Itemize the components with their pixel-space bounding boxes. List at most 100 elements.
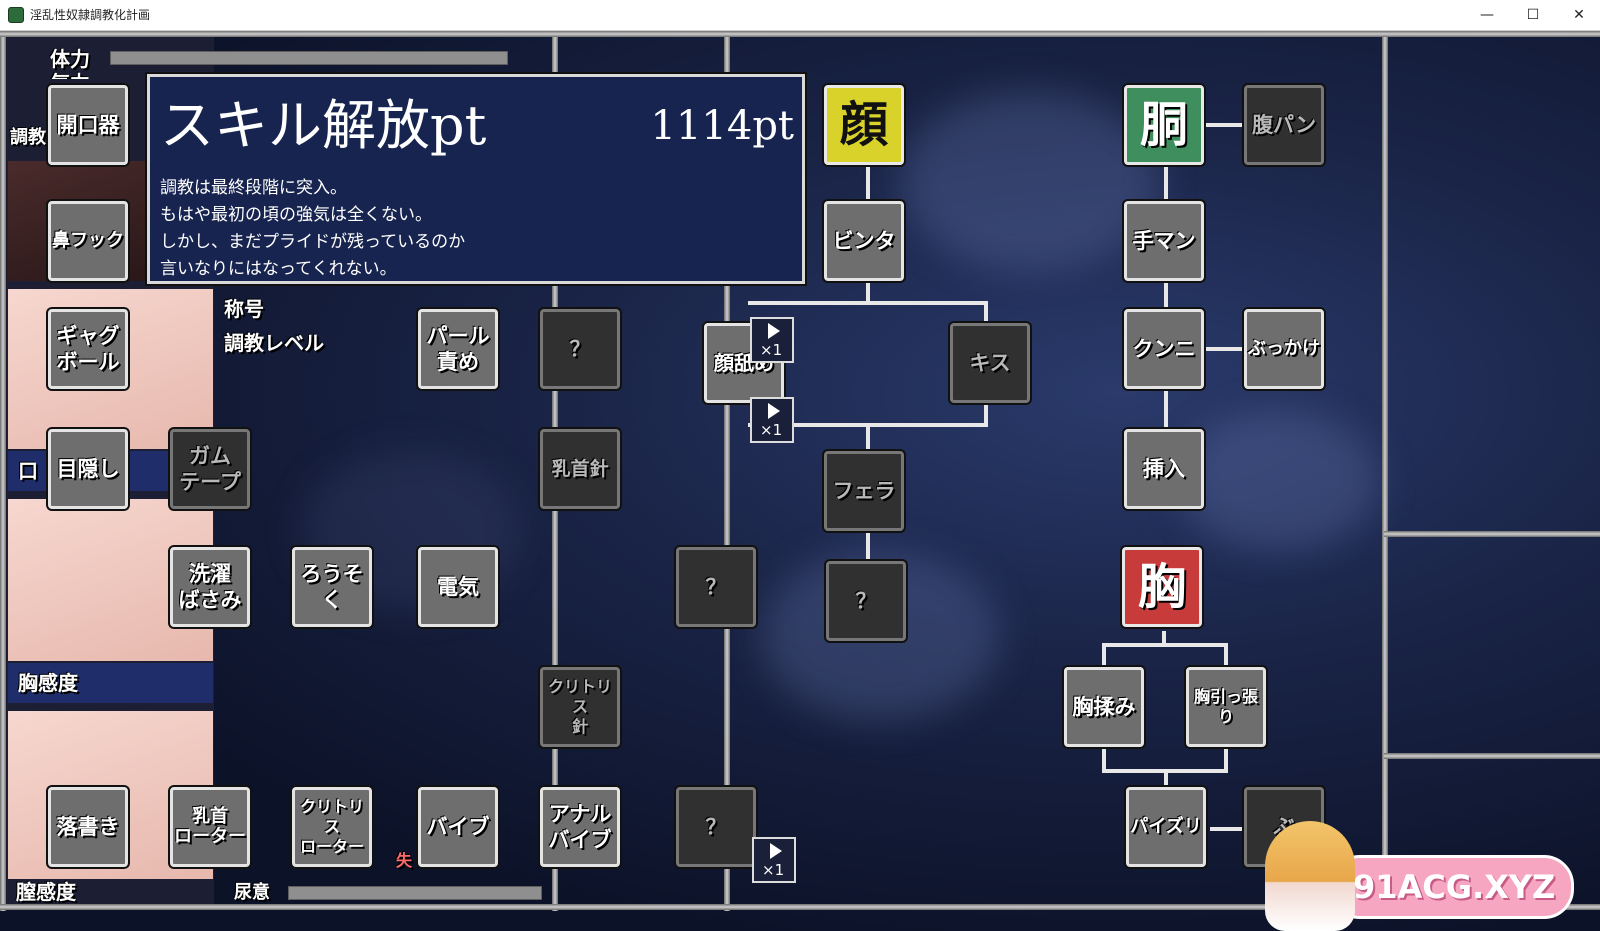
multiplier-button[interactable]: ×1 [752, 837, 796, 883]
tree-connector [1224, 747, 1228, 771]
tree-connector [748, 301, 988, 305]
popup-line: 言いなりにはなってくれない。 [160, 259, 397, 279]
chest-sensitivity-label: 胸感度 [18, 671, 78, 695]
app-icon [8, 7, 24, 23]
game-stage: 体力 気力 調教 称号 調教レベル 口 胸感度 膣感度 尿意 失 スキル解放pt… [0, 31, 1600, 931]
tree-connector [1164, 283, 1168, 311]
popup-line: 調教は最終段階に突入。 [160, 178, 347, 198]
skill-anal-vibe[interactable]: アナル バイブ [540, 787, 620, 867]
training-level-label: 調教レベル [224, 331, 324, 355]
popup-points: 1114pt [650, 103, 794, 149]
skill-kaikouki[interactable]: 開口器 [48, 85, 128, 165]
skill-kunni[interactable]: クンニ [1124, 309, 1204, 389]
tree-connector [1164, 167, 1168, 203]
tree-connector [1164, 769, 1168, 787]
skill-teman[interactable]: 手マン [1124, 201, 1204, 281]
frame-rail [1382, 31, 1388, 911]
multiplier-button[interactable]: ×1 [750, 317, 794, 363]
multiplier-button[interactable]: ×1 [750, 397, 794, 443]
multiplier-value: ×1 [760, 341, 783, 359]
tree-connector [1210, 827, 1244, 831]
tree-connector [984, 403, 988, 427]
skill-unknown[interactable]: ？ [676, 547, 756, 627]
frame-rail [724, 31, 730, 911]
tree-connector [866, 423, 870, 451]
play-icon [768, 403, 780, 419]
tree-connector [1164, 391, 1168, 427]
skill-sentaku-basami[interactable]: 洗濯 ばさみ [170, 547, 250, 627]
frame-rail [0, 904, 1600, 910]
urge-bar [288, 886, 542, 900]
tree-connector [866, 283, 870, 303]
skill-hana-hook[interactable]: 鼻フック [48, 201, 128, 281]
popup-line: しかし、まだプライドが残っているのか [160, 232, 466, 252]
minimize-button[interactable]: — [1480, 7, 1494, 23]
maximize-button[interactable]: ☐ [1526, 7, 1540, 23]
skill-sounyuu[interactable]: 挿入 [1124, 429, 1204, 509]
frame-rail [0, 31, 1600, 37]
skill-chikubi-hari[interactable]: 乳首針 [540, 429, 620, 509]
skill-points-popup: スキル解放pt 1114pt 調教は最終段階に突入。 もはや最初の頃の強気は全く… [147, 74, 805, 284]
skill-denki[interactable]: 電気 [418, 547, 498, 627]
spirit-label: 気力 [50, 67, 90, 79]
tree-connector [866, 531, 870, 561]
bg-cloud [1180, 411, 1380, 551]
skill-kiss[interactable]: キス [950, 323, 1030, 403]
tree-connector [1102, 643, 1228, 647]
skill-chikubi-rotor[interactable]: 乳首 ローター [170, 787, 250, 867]
tree-connector [1206, 123, 1244, 127]
skill-pearl-seme[interactable]: パール 責め [418, 309, 498, 389]
tree-connector [1102, 747, 1106, 771]
stamina-label: 体力 [50, 47, 90, 71]
mouth-label: 口 [18, 459, 38, 483]
skill-fukupan[interactable]: 腹パン [1244, 85, 1324, 165]
window-title: 淫乱性奴隷調教化計画 [30, 8, 151, 22]
window-titlebar: 淫乱性奴隷調教化計画 — ☐ ✕ [0, 0, 1600, 31]
play-icon [770, 843, 782, 859]
tree-connector [1206, 347, 1244, 351]
skill-unknown[interactable]: ？ [540, 309, 620, 389]
lost-label: 失 [396, 851, 413, 870]
multiplier-value: ×1 [760, 421, 783, 439]
skill-clitoris-rotor[interactable]: クリトリス ローター [292, 787, 372, 867]
stamina-bar [110, 51, 508, 65]
frame-rail [1384, 531, 1600, 537]
category-body[interactable]: 胴 [1124, 85, 1204, 165]
skill-unknown[interactable]: ？ [826, 561, 906, 641]
close-button[interactable]: ✕ [1573, 7, 1585, 23]
skill-mune-hippari[interactable]: 胸引っ張り [1186, 667, 1266, 747]
bg-cloud [900, 91, 1160, 271]
skill-mekakushi[interactable]: 目隠し [48, 429, 128, 509]
tree-connector [1162, 631, 1166, 645]
category-chest[interactable]: 胸 [1122, 547, 1202, 627]
skill-rakugaki[interactable]: 落書き [48, 787, 128, 867]
multiplier-value: ×1 [762, 861, 785, 879]
popup-line: もはや最初の頃の強気は全くない。 [160, 205, 432, 225]
skill-mune-momi[interactable]: 胸揉み [1064, 667, 1144, 747]
play-icon [768, 323, 780, 339]
skill-binta[interactable]: ビンタ [824, 201, 904, 281]
skill-paizuri[interactable]: パイズリ [1126, 787, 1206, 867]
popup-title: スキル解放pt [160, 94, 487, 157]
skill-bukkake[interactable]: ぶっかけ [1244, 309, 1324, 389]
skill-gum-tape[interactable]: ガム テープ [170, 429, 250, 509]
category-face[interactable]: 顔 [824, 85, 904, 165]
title-label: 称号 [224, 297, 264, 321]
tree-connector [1102, 643, 1106, 667]
skill-rousoku[interactable]: ろうそく [292, 547, 372, 627]
tree-connector [984, 301, 988, 323]
skill-unknown[interactable]: ？ [676, 787, 756, 867]
skill-vibe[interactable]: バイブ [418, 787, 498, 867]
tree-connector [1224, 643, 1228, 667]
watermark-badge: 91ACG.XYZ [1330, 855, 1574, 919]
skill-fella[interactable]: フェラ [824, 451, 904, 531]
skill-gag-ball[interactable]: ギャグ ボール [48, 309, 128, 389]
chest-label-bg [8, 663, 213, 703]
training-label: 調教 [10, 127, 46, 148]
frame-rail [0, 31, 6, 911]
tree-connector [866, 167, 870, 203]
watermark-text: 91ACG.XYZ [1353, 868, 1556, 906]
frame-rail [1384, 753, 1600, 759]
vagina-sensitivity-label: 膣感度 [16, 880, 76, 904]
skill-clitoris-hari[interactable]: クリトリス 針 [540, 667, 620, 747]
